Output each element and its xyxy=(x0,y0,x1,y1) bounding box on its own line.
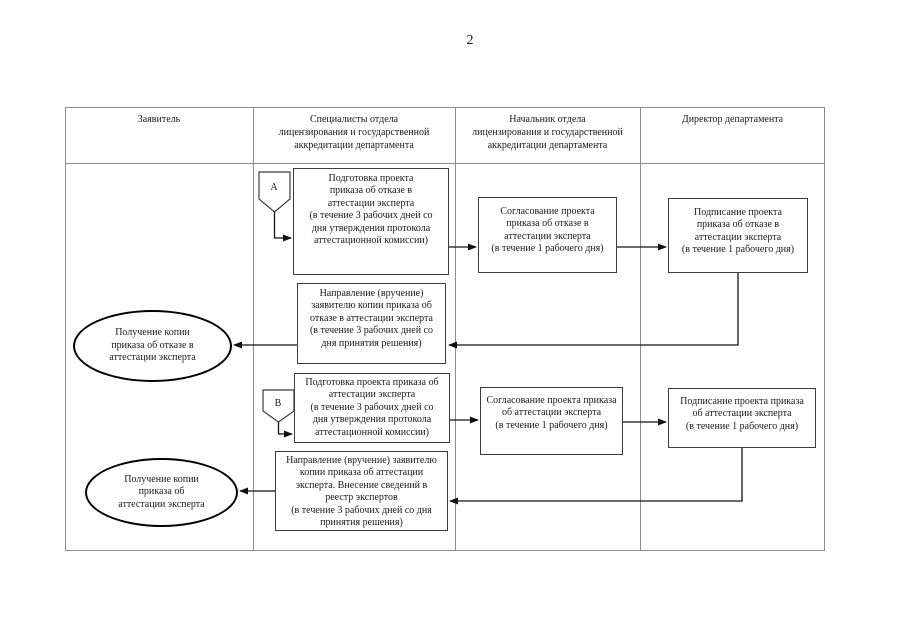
flow-box-prepare-refusal-order: Подготовка проекта приказа об отказе в а… xyxy=(293,168,449,275)
flow-box-send-refusal-copy: Направление (вручение) заявителю копии п… xyxy=(297,283,446,364)
flow-box-sign-attestation-order: Подписание проекта приказа об аттестации… xyxy=(668,388,816,448)
flow-box-approve-refusal-order: Согласование проекта приказа об отказе в… xyxy=(478,197,617,273)
column-divider-1 xyxy=(253,107,254,551)
column-divider-2 xyxy=(455,107,456,551)
column-header-director: Директор департамента xyxy=(681,114,784,125)
column-header-applicant: Заявитель xyxy=(137,114,181,125)
swimlane-table-border xyxy=(65,107,825,551)
flow-box-prepare-attestation-order: Подготовка проекта приказа об аттестации… xyxy=(294,373,450,443)
terminator-receive-refusal-copy: Получение копии приказа об отказе в атте… xyxy=(73,310,232,382)
column-divider-3 xyxy=(640,107,641,551)
column-header-specialists: Специалисты отдела лицензирования и госу… xyxy=(278,114,430,151)
flow-box-approve-attestation-order: Согласование проекта приказа об аттестац… xyxy=(480,387,623,455)
flow-box-send-attestation-copy: Направление (вручение) заявителю копии п… xyxy=(275,451,448,531)
header-row-separator xyxy=(65,163,825,164)
flow-box-sign-refusal-order: Подписание проекта приказа об отказе в а… xyxy=(668,198,808,273)
terminator-receive-attestation-copy: Получение копии приказа об аттестации эк… xyxy=(85,458,238,527)
column-header-department-head: Начальник отдела лицензирования и госуда… xyxy=(472,114,623,151)
page-number: 2 xyxy=(466,33,474,48)
